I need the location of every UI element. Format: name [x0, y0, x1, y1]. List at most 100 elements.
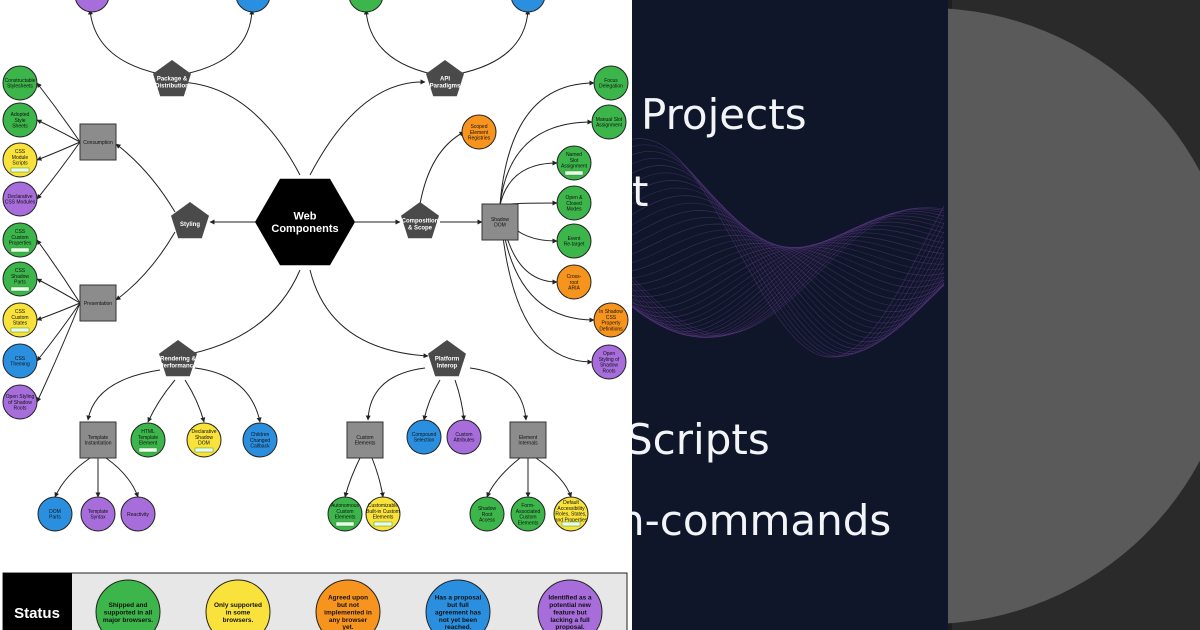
- leaf-adopted_style_sheets-label-line: Adopted: [11, 112, 30, 118]
- leaf-template_syntax: [80, 496, 116, 532]
- leaf-html_template_element-label-line: Template: [138, 435, 159, 441]
- wave-line: [632, 234, 945, 313]
- edge-rendering-dsd: [184, 379, 206, 423]
- box-shadow_dom: [481, 203, 519, 241]
- edge-presentation-leaf-3: [36, 302, 81, 362]
- leaf-in_shadow_css-label-line: Property: [602, 321, 621, 327]
- wave-line: [632, 207, 945, 336]
- status-label-3-line: Has a proposal: [435, 594, 482, 601]
- leaf-declarative_css_modules-label-line: CSS Modules: [5, 200, 36, 206]
- hub-rendering-label-line: Rendering &: [160, 357, 196, 363]
- slide-line-projects: Projects: [641, 90, 807, 139]
- leaf-compound_selection-label-line: Compound: [412, 432, 437, 438]
- edge-composition-scoped: [419, 131, 465, 205]
- leaf-open_closed_modes: [556, 185, 592, 221]
- leaf-html_template_element-label-line: Element: [139, 441, 158, 447]
- leaf-shadow_root_access: [469, 496, 505, 532]
- status-label-0-line: Shipped and: [109, 602, 148, 609]
- leaf-form_associated: [510, 496, 546, 532]
- leaf-css_custom_properties-badge: [10, 247, 30, 253]
- wave-line: [632, 180, 945, 350]
- leaf-scoped_element_registries-label-line: Scoped: [471, 124, 488, 130]
- leaf-form_associated-label-line: Elements: [518, 520, 539, 526]
- leaf-cross_root_aria-label-line: ARIA: [568, 286, 580, 292]
- hub-styling-label-line: Styling: [180, 222, 200, 228]
- wave-line: [632, 239, 945, 322]
- edge-shadow-leaf-0: [499, 80, 595, 206]
- leaf-css_custom_properties-label-line: Properties: [9, 241, 32, 247]
- leaf-top-blue-right: [511, 0, 545, 13]
- leaf-template_syntax-label-line: Template: [88, 509, 109, 515]
- leaf-css_shadow_parts-label-line: Parts: [14, 280, 26, 286]
- wave-line: [632, 195, 945, 343]
- wave-line: [632, 244, 945, 314]
- status-label-0-line: supported in all: [104, 609, 153, 616]
- wave-line: [632, 207, 945, 335]
- box-template_instantiation-label-line: Template: [88, 435, 109, 441]
- leaf-form_associated-label-line: Associated: [516, 509, 541, 515]
- status-title: Status: [14, 605, 60, 622]
- wave-line: [632, 228, 945, 332]
- leaf-scoped_element_registries-label-line: Element: [470, 130, 489, 136]
- leaf-css_custom_states-label-line: CSS: [15, 309, 26, 315]
- edge-api-right: [457, 9, 531, 75]
- leaf-compound_selection-label-line: Selection: [414, 438, 435, 444]
- leaf-top_blue_left: [236, 0, 270, 13]
- leaf-focus_delegation-label-line: Focus: [604, 78, 618, 84]
- wave-line: [632, 246, 945, 309]
- wave-line: [632, 217, 945, 329]
- leaf-customizable_builtin-badge: [373, 521, 393, 527]
- leaf-dom_parts-label-line: DOM: [49, 509, 61, 515]
- hub-composition-label-line: Composition: [402, 219, 439, 225]
- leaf-autonomous_custom_elements-badge: [335, 521, 355, 527]
- status-label-4-line: Identified as a: [548, 594, 592, 601]
- leaf-adopted_style_sheets-label-line: Sheets: [12, 124, 28, 130]
- wave-line: [632, 221, 945, 336]
- hub-platform-label-line: Platform: [435, 357, 459, 363]
- leaf-open_styling_right-label-line: Roots: [602, 368, 616, 374]
- wave-line: [632, 165, 945, 354]
- hub-package: [153, 60, 191, 97]
- edge-custom-builtin: [371, 457, 385, 498]
- leaf-css_custom_states-label-line: States: [13, 321, 28, 327]
- edge-custom-autonomous: [343, 457, 361, 498]
- leaf-cross_root_aria: [556, 264, 592, 300]
- wave-line: [632, 157, 945, 356]
- status-label-1-line: Only supported: [214, 602, 262, 609]
- center-label-line: Components: [271, 223, 338, 235]
- leaf-focus_delegation-label-line: Delegation: [599, 84, 623, 90]
- leaf-open_styling_left-label-line: Open Styling: [6, 394, 35, 400]
- status-legend: [2, 572, 628, 630]
- edge-consumption-leaf-3: [36, 141, 81, 200]
- leaf-css_custom_properties-label-line: CSS: [15, 229, 26, 235]
- status-label-4-line: proposal.: [555, 624, 584, 630]
- leaf-form_associated-label-line: Custom: [519, 515, 536, 521]
- edge-platform-internals: [469, 367, 529, 421]
- edge-rendering-html: [147, 379, 176, 423]
- status-label-1-line: browsers.: [223, 617, 254, 624]
- leaf-in_shadow_css-label-line: In Shadow: [599, 309, 623, 315]
- box-presentation-label-line: Presentation: [84, 301, 112, 307]
- wave-line: [632, 242, 945, 300]
- leaf-named_slot_assignment-badge: [564, 170, 584, 176]
- edge-template-dom: [54, 457, 91, 498]
- leaf-adopted_style_sheets: [2, 102, 38, 138]
- edge-presentation-leaf-0: [36, 239, 81, 304]
- edge-package-identifiers: [184, 9, 255, 75]
- leaf-css_theming: [2, 343, 38, 379]
- wave-line: [632, 229, 945, 318]
- leaf-children_changed_callback-label-line: Callback: [250, 444, 270, 450]
- leaf-autonomous_custom_elements-label-line: Elements: [335, 515, 356, 521]
- leaf-in_shadow_css: [593, 302, 629, 338]
- wave-line: [632, 242, 945, 318]
- hub-composition: [401, 202, 439, 239]
- leaf-event_retarget-label-line: Event: [568, 236, 581, 242]
- disc-shape: [948, 8, 1200, 624]
- leaf-autonomous_custom_elements-label-line: Custom: [336, 509, 353, 515]
- leaf-default_accessibility-label-line: Roles, States,: [555, 512, 586, 518]
- leaf-open_styling_right: [591, 344, 627, 380]
- status-circle-1: [205, 579, 271, 630]
- wave-line: [632, 246, 945, 298]
- leaf-shadow_root_access-label-line: Shadow: [478, 506, 496, 512]
